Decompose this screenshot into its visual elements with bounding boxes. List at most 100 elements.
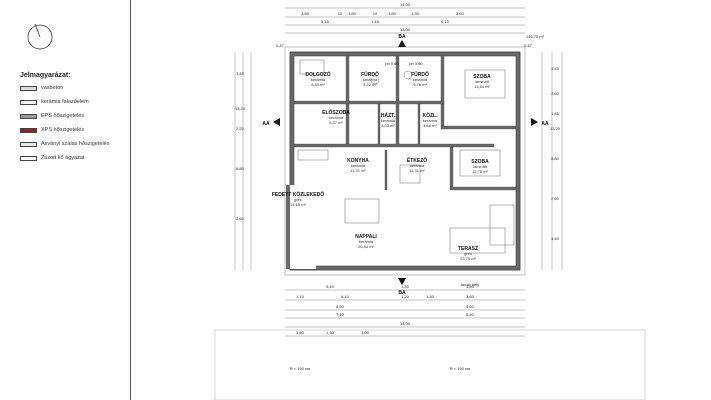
- room-name: FÜRDŐ: [411, 71, 429, 78]
- dimension-label: 2,60: [551, 196, 560, 201]
- room-name: SZOBA: [473, 74, 491, 80]
- room-name: KONYHA: [347, 158, 369, 164]
- section-label: AA: [541, 121, 549, 127]
- dimension-label: 5,40: [466, 312, 475, 317]
- radius-label: R = 150 cm: [290, 366, 311, 371]
- dimension-label: 3,50: [301, 11, 310, 16]
- radius-label: R = 150 cm: [450, 366, 471, 371]
- room-area: 9,78 m²: [413, 82, 427, 87]
- dimension-label: 3,60: [466, 294, 475, 299]
- dimension-label: 0,47: [524, 43, 533, 48]
- legend-label: EPS hőszigetelés: [41, 113, 85, 119]
- dimension-label: 14,00: [400, 321, 411, 326]
- dimension-lines: [234, 7, 563, 337]
- room-floor: laminált: [473, 164, 488, 169]
- legend-title: Jelmagyarázat:: [20, 72, 71, 79]
- room-area: 14,15 m²: [290, 202, 306, 207]
- section-label: BA: [398, 34, 406, 40]
- room-floor: kerámia: [413, 77, 428, 82]
- room-area: 23,76 m²: [460, 256, 476, 261]
- section-markers: [273, 40, 538, 285]
- dimension-label: 13,00: [400, 27, 411, 32]
- dimension-label: 3,45: [551, 66, 560, 71]
- dimension-label: 6,50: [336, 304, 345, 309]
- parapet-height-label: ph 0,80: [385, 61, 399, 66]
- legend-item: kerámia falazóelem: [20, 99, 89, 105]
- legend-item: vasbeton: [20, 85, 63, 91]
- dimension-label: 5,60: [466, 304, 475, 309]
- room-name: HÁZT.: [381, 112, 396, 119]
- dimension-label: 6,10: [441, 19, 450, 24]
- legend-label: Ásványi szálas hőszigetelés: [41, 141, 110, 147]
- room-area: 4,66 m²: [423, 123, 437, 128]
- room-name: SZOBA: [471, 159, 489, 165]
- room-name: FÜRDŐ: [361, 71, 379, 78]
- dimension-label: 1,80: [348, 11, 357, 16]
- room-floor: kerámia: [311, 77, 326, 82]
- room-name: DOLGOZÓ: [305, 70, 330, 78]
- room-name: NAPPALI: [355, 234, 377, 240]
- legend-label: vasbeton: [41, 85, 64, 91]
- room-area: 8,57 m²: [329, 120, 343, 125]
- gravel-swatch: [20, 155, 37, 161]
- dimension-label: 1,30: [326, 330, 335, 335]
- room-area: 8,40 m²: [311, 82, 325, 87]
- dimension-label: 3,60: [456, 11, 465, 16]
- room-area: 26,84 m²: [358, 244, 374, 249]
- room-floor: kerámia: [359, 239, 374, 244]
- room-name: KÖZL.: [423, 112, 439, 119]
- room-floor: kerámia: [381, 118, 396, 123]
- mineral-wool-swatch: [20, 141, 37, 147]
- dimension-label: 10: [338, 11, 343, 16]
- dimension-label: 3,45: [236, 71, 245, 76]
- room-name: ÉTKEZŐ: [407, 156, 427, 164]
- room-floor: kerámia: [423, 118, 438, 123]
- legend-label: kerámia falazóelem: [41, 99, 89, 105]
- dimension-label: 1,20: [401, 294, 410, 299]
- elevation-label: 146,70 m²: [526, 34, 545, 39]
- dimension-label: 13,20: [550, 126, 561, 131]
- dimension-label: 0,47: [276, 43, 285, 48]
- room-floor: kerámia: [363, 77, 378, 82]
- room-area: 4,32 m²: [363, 82, 377, 87]
- room-area: 14,84 m²: [474, 84, 490, 89]
- dimension-label: 3,00: [361, 330, 370, 335]
- dimension-label: 4,60: [466, 284, 475, 289]
- dimension-label: 5,15: [321, 19, 330, 24]
- eps-swatch: [20, 113, 37, 119]
- room-floor: kerámia: [351, 163, 366, 168]
- section-label: BA: [398, 290, 406, 296]
- covered-corridor-corner: [286, 185, 316, 269]
- room-name: ELŐSZOBA: [322, 109, 350, 116]
- room-area: 12,78 m²: [472, 169, 488, 174]
- dimension-label: 6,10: [341, 294, 350, 299]
- dimension-label: 7,10: [336, 312, 345, 317]
- dimension-label: 10: [373, 11, 378, 16]
- room-floor: kerámia: [329, 115, 344, 120]
- section-label: AA: [262, 121, 270, 127]
- concrete-swatch: [20, 85, 37, 91]
- parapet-height-label: ph 1,80: [409, 61, 423, 66]
- xps-swatch: [20, 127, 37, 133]
- legend-label: XPS hőszigetelés: [41, 127, 85, 133]
- room-floor: gres: [464, 251, 472, 256]
- dimension-label: 1,85: [551, 111, 560, 116]
- legend-item: Zúzott kő ágyazat: [20, 155, 84, 161]
- dimension-label: 1,30: [411, 11, 420, 16]
- dimension-label: 2,60: [551, 91, 560, 96]
- legend-panel: Jelmagyarázat: vasbeton kerámia falazóele…: [0, 0, 131, 400]
- room-name: TERASZ: [458, 246, 478, 252]
- dimension-label: 2,20: [236, 126, 245, 131]
- room-area: 11,31 m²: [409, 168, 425, 173]
- dimension-label: 1,15: [371, 19, 380, 24]
- dimension-label: 1,60: [296, 330, 305, 335]
- room-floor: laminált: [475, 79, 490, 84]
- compass-icon: [27, 23, 53, 50]
- dimension-label: 5,40: [326, 284, 335, 289]
- legend-item: Ásványi szálas hőszigetelés: [20, 141, 109, 147]
- masonry-swatch: [20, 99, 37, 105]
- dimension-label: 1,30: [401, 284, 410, 289]
- room-area: 3,03 m²: [381, 123, 395, 128]
- furniture: [297, 59, 515, 254]
